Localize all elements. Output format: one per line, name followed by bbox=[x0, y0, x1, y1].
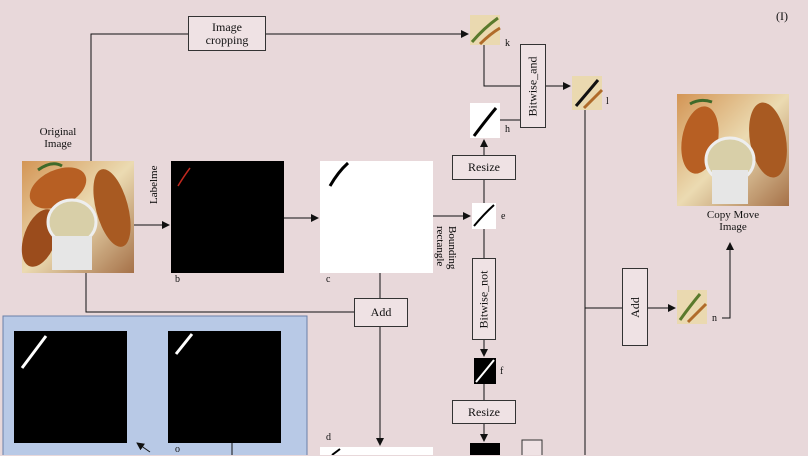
resize-bottom-box: Resize bbox=[452, 400, 516, 424]
panel-label: (I) bbox=[776, 9, 788, 23]
original-image-label: Original Image bbox=[39, 126, 77, 150]
copy-move-image-label: Copy Move Image bbox=[706, 209, 760, 233]
white-mask bbox=[320, 161, 433, 273]
bitwise-not-label: Bitwise_not bbox=[476, 269, 491, 329]
cropped-image-k bbox=[470, 15, 501, 46]
bounding-crop-e bbox=[472, 203, 496, 229]
original-image bbox=[21, 161, 134, 273]
image-cropping-box: Image cropping bbox=[188, 16, 266, 51]
panel-mask-right bbox=[168, 331, 281, 443]
node-letter-f: f bbox=[500, 366, 504, 377]
add-right-label: Add bbox=[627, 296, 642, 318]
panel-mask-left bbox=[14, 331, 127, 443]
result-image-d bbox=[320, 447, 433, 455]
node-letter-k: k bbox=[505, 38, 510, 49]
connectors bbox=[85, 30, 734, 455]
bitwise-and-label: Bitwise_and bbox=[525, 56, 540, 116]
node-letter-d: d bbox=[326, 432, 331, 443]
add-result-n bbox=[677, 290, 708, 324]
node-letter-e: e bbox=[501, 211, 506, 222]
node-letter-o: o bbox=[175, 444, 180, 455]
node-letter-c: c bbox=[326, 274, 331, 285]
add-right-box: Add bbox=[622, 268, 648, 346]
resize-top-box: Resize bbox=[452, 155, 516, 180]
node-letter-h: h bbox=[505, 124, 510, 135]
labelme-label: Labelme bbox=[148, 165, 160, 204]
bitwise-not-box: Bitwise_not bbox=[472, 258, 496, 340]
node-letter-b: b bbox=[175, 274, 180, 285]
small-mask-h bbox=[470, 103, 500, 138]
bitwise-and-box: Bitwise_and bbox=[520, 44, 546, 128]
add-middle-box: Add bbox=[354, 298, 408, 327]
bounding-rectangle-label: Bounding rectangle bbox=[434, 226, 458, 270]
bottom-box-stub bbox=[521, 439, 543, 455]
bitwise-result-l bbox=[572, 76, 604, 110]
node-letter-n: n bbox=[712, 313, 717, 324]
labelme-mask bbox=[171, 161, 284, 273]
inverted-mask-f bbox=[474, 358, 496, 384]
copy-move-image bbox=[677, 94, 789, 206]
node-letter-l: l bbox=[606, 96, 609, 107]
inverted-mask-bottom bbox=[470, 443, 500, 455]
